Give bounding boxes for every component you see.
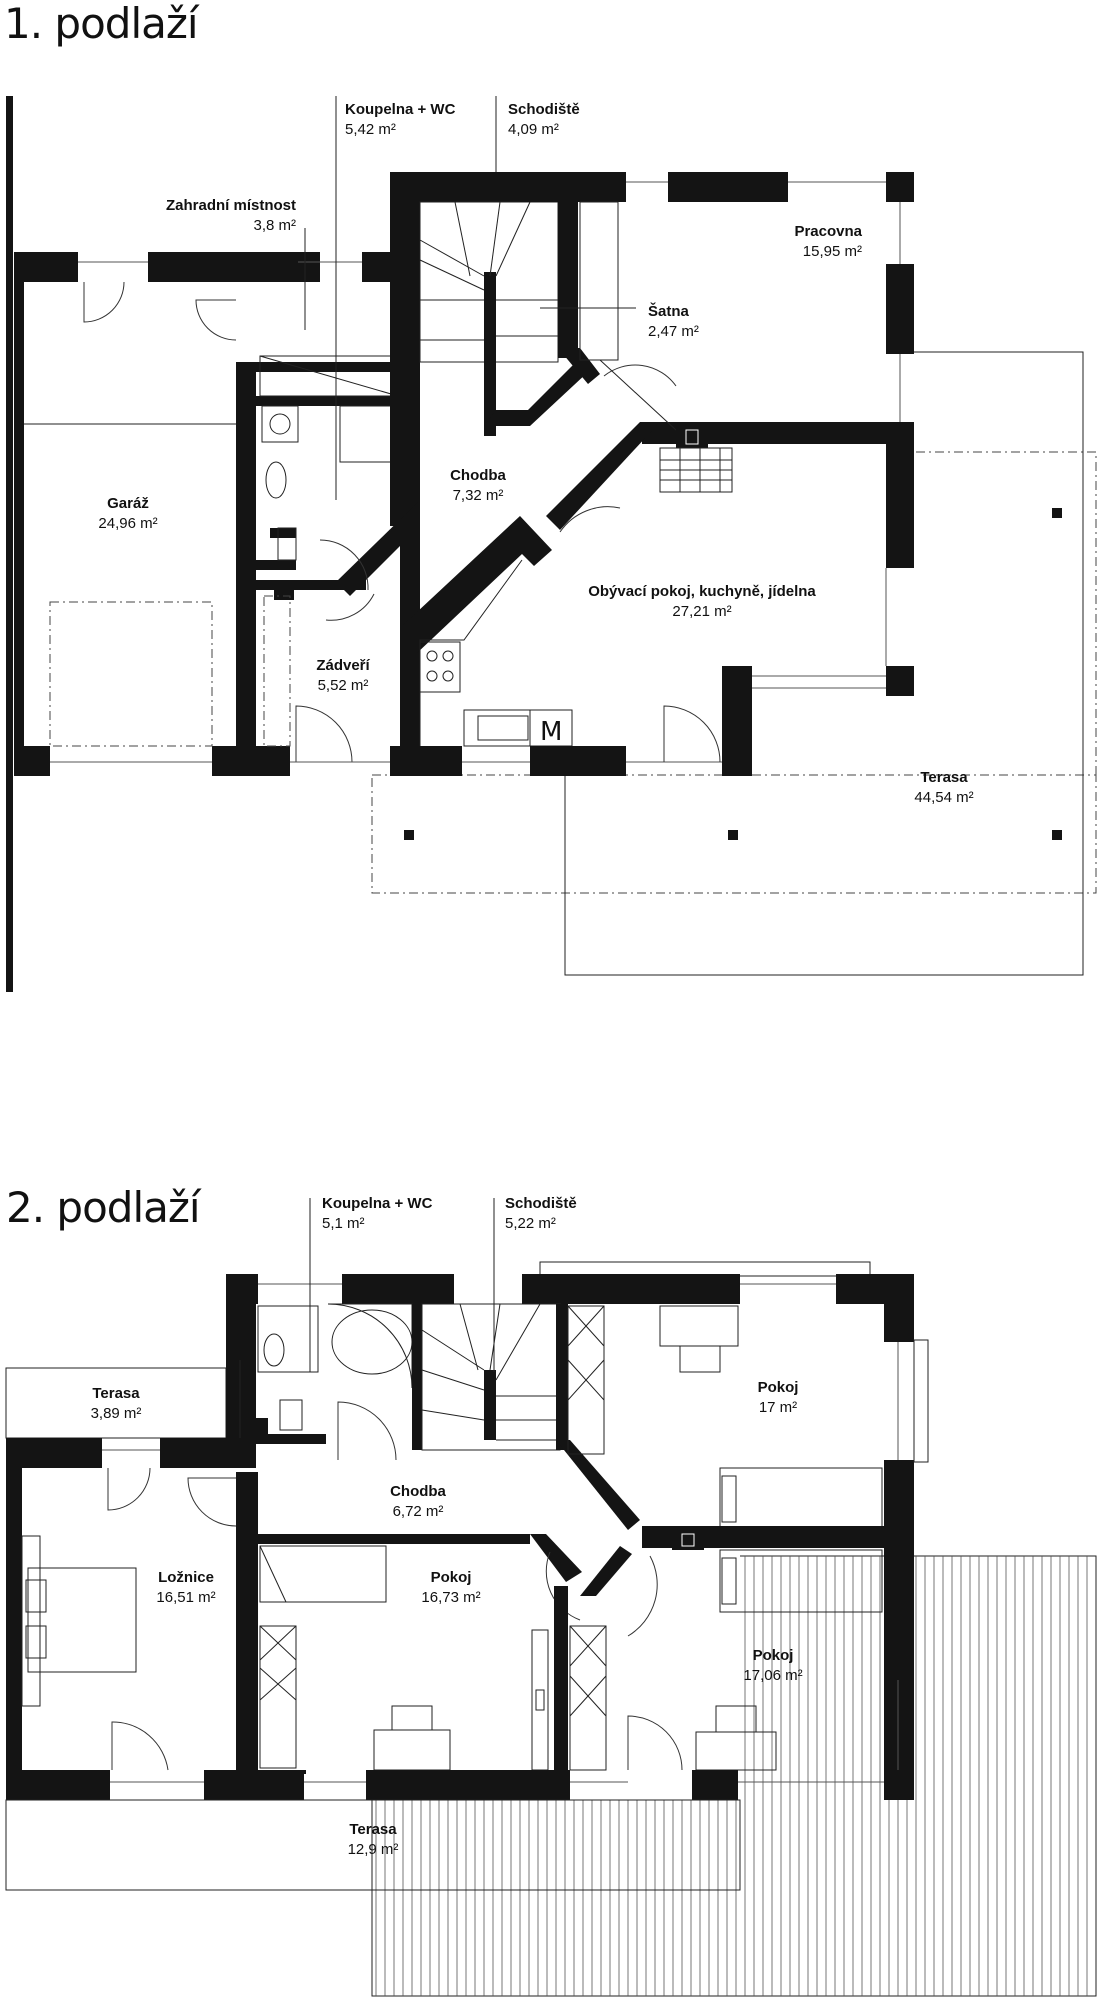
living-room-area: 27,21 m² [672,603,731,620]
garden-room-name: Zahradní místnost [166,197,296,214]
terrace-1-area: 44,54 m² [914,789,973,806]
floor-1-title: 1. podlaží [4,0,200,48]
hall-1-area: 7,32 m² [453,487,504,504]
terrace-2a-name: Terasa [92,1385,140,1402]
room-1673-name: Pokoj [431,1569,472,1586]
floor-2-walls [5,1274,929,1891]
bedroom-area: 16,51 m² [156,1589,215,1606]
stair-1-name: Schodiště [508,101,580,118]
floor-2-labels: Koupelna + WC 5,1 m² Schodiště 5,22 m² T… [91,1195,803,1858]
hall-2-name: Chodba [390,1483,446,1500]
floor-1-stair [419,201,600,436]
terrace-2b-name: Terasa [349,1821,397,1838]
fridge-label: M [540,717,562,747]
study-name: Pracovna [794,223,862,240]
floor-2-title: 2. podlaží [6,1183,202,1232]
floor-1-labels: Koupelna + WC 5,42 m² Schodiště 4,09 m² … [98,96,974,806]
hall-walls [263,172,520,776]
garage-area: 24,96 m² [98,515,157,532]
floor-2-hatched-terrace [371,1555,1097,1997]
wardrobe-area: 2,47 m² [648,323,699,340]
bathroom-2-area: 5,1 m² [322,1215,365,1232]
study-area: 15,95 m² [803,243,862,260]
bedroom-name: Ložnice [158,1569,214,1586]
fireplace [659,426,733,493]
balcony-rail [539,1261,871,1277]
room-1706-name: Pokoj [753,1647,794,1664]
floor-2-plan: 2. podlaží [5,1183,1097,1997]
living-room-name: Obývací pokoj, kuchyně, jídelna [588,583,816,600]
bathroom-1-name: Koupelna + WC [345,101,456,118]
floor-1-terrace-outline [371,351,1097,976]
garage-walls [14,252,396,776]
vestibule-area: 5,52 m² [318,677,369,694]
hall-1-name: Chodba [450,467,506,484]
site-boundary-wall [6,96,13,992]
garage-name: Garáž [107,495,149,512]
room-17-area: 17 m² [759,1399,797,1416]
room-1673-area: 16,73 m² [421,1589,480,1606]
garden-room-area: 3,8 m² [253,217,296,234]
floor-1-plan: 1. podlaží [4,0,1097,992]
stair-1-area: 4,09 m² [508,121,559,138]
wardrobe-name: Šatna [648,302,690,320]
stair-2-area: 5,22 m² [505,1215,556,1232]
terrace-2b-area: 12,9 m² [348,1841,399,1858]
terrace-2a-area: 3,89 m² [91,1405,142,1422]
hall-2-area: 6,72 m² [393,1503,444,1520]
stair-2-name: Schodiště [505,1195,577,1212]
living-room-walls: M [402,506,914,776]
terrace-1-name: Terasa [920,769,968,786]
bathroom-1-area: 5,42 m² [345,121,396,138]
bathroom-2-name: Koupelna + WC [322,1195,433,1212]
room-17-name: Pokoj [758,1379,799,1396]
study-walls [520,172,914,568]
vestibule-name: Zádveří [316,657,370,674]
room-1706-area: 17,06 m² [743,1667,802,1684]
